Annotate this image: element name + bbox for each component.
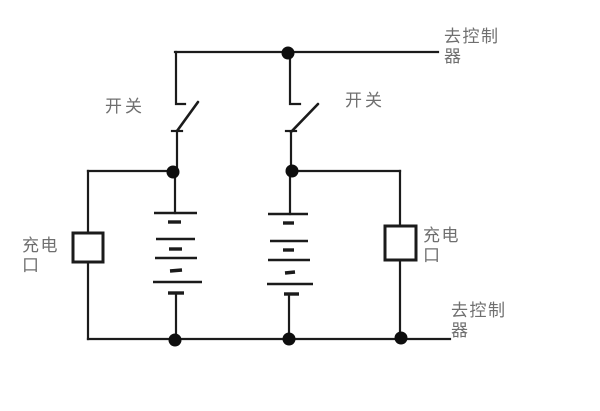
controller-top-label: 去控制器 bbox=[444, 27, 500, 66]
junction-dot-bottom-center bbox=[282, 332, 296, 346]
junction-dot-bottom-right bbox=[394, 331, 408, 345]
charge-port-right-label: 充电口 bbox=[423, 226, 460, 265]
junction-dot-top bbox=[281, 46, 295, 60]
charge-port-right-box bbox=[383, 224, 418, 262]
battery-left-plate-short-3 bbox=[169, 268, 183, 273]
switch-left-upper-contact bbox=[174, 50, 187, 106]
switch-left bbox=[170, 50, 200, 175]
switch-right-blade bbox=[289, 102, 320, 134]
switch-left-blade bbox=[175, 100, 200, 133]
switch-right-upper-contact bbox=[288, 51, 302, 106]
junction-dot-mid-right bbox=[285, 164, 299, 178]
battery-left bbox=[153, 170, 202, 342]
charge-port-left-box bbox=[71, 231, 105, 264]
battery-right-plate-short-3 bbox=[284, 270, 296, 275]
controller-bottom-label: 去控制器 bbox=[451, 301, 507, 340]
switch-right bbox=[284, 51, 320, 174]
switch-right-label: 开关 bbox=[345, 91, 385, 110]
junction-dot-bottom-left bbox=[168, 333, 182, 347]
battery-right bbox=[267, 170, 313, 341]
switch-left-label: 开关 bbox=[105, 97, 145, 116]
junction-dot-mid-left bbox=[166, 165, 180, 179]
charge-port-left-label: 充电口 bbox=[22, 236, 59, 275]
